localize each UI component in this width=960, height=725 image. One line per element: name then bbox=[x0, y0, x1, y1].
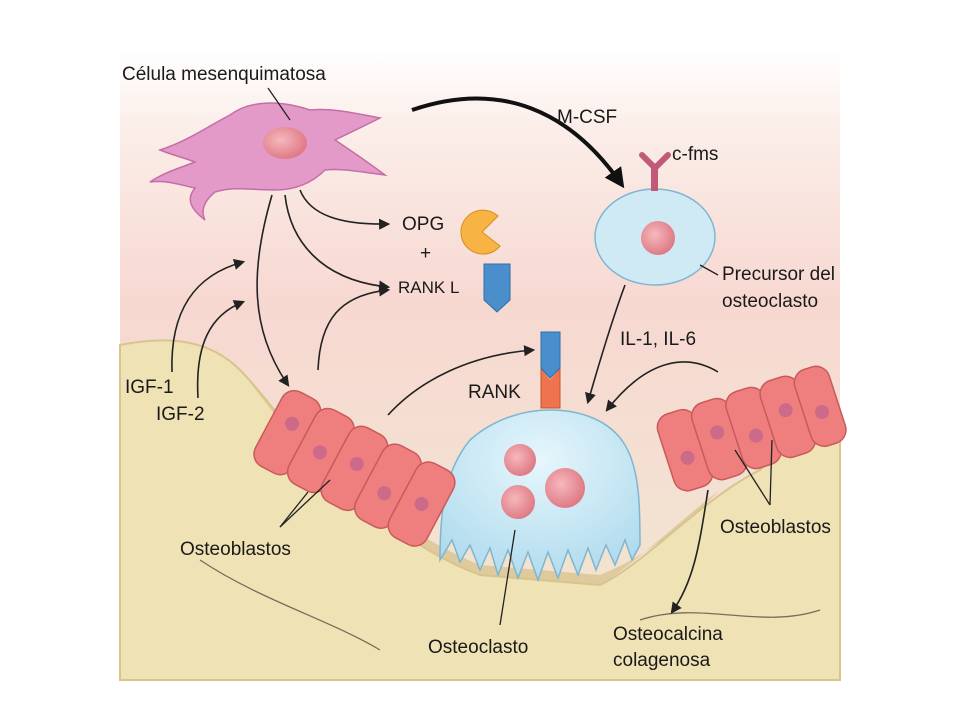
label-osteocalcin-line1: Osteocalcina bbox=[613, 624, 723, 645]
arrow-osteoblast-to-rankl bbox=[317, 285, 391, 371]
label-rankl: RANK L bbox=[398, 278, 459, 297]
arrow-to-osteoblasts bbox=[256, 194, 290, 387]
label-osteoblasts-right: Osteoblastos bbox=[720, 517, 831, 538]
osteoblasts-left-group bbox=[253, 389, 456, 547]
mesenchymal-nucleus bbox=[263, 127, 307, 159]
osteoclast-cell bbox=[439, 409, 641, 583]
arrow-to-osteocalcin bbox=[670, 489, 709, 614]
osteoclast-precursor bbox=[594, 152, 716, 286]
arrow-igf1 bbox=[171, 258, 246, 373]
label-mesenchymal-cell: Célula mesenquimatosa bbox=[122, 64, 326, 85]
label-osteoblasts-left: Osteoblastos bbox=[180, 539, 291, 560]
osteoclast-nucleus-1 bbox=[504, 444, 536, 476]
label-rank: RANK bbox=[468, 382, 521, 403]
label-il: IL-1, IL-6 bbox=[620, 329, 696, 350]
cfms-receptor bbox=[639, 152, 671, 191]
arrow-precursor-to-osteoclast bbox=[585, 284, 626, 405]
arrow-il-to-osteoclast bbox=[605, 361, 719, 412]
leader-osteoblasts-left-1 bbox=[279, 491, 309, 528]
arrow-igf2 bbox=[196, 300, 246, 399]
label-opg: OPG bbox=[402, 214, 444, 235]
leader-precursor bbox=[699, 264, 719, 276]
leader-mesenchymal bbox=[267, 87, 291, 121]
mesenchymal-cell bbox=[149, 102, 388, 221]
rankl-molecule bbox=[483, 263, 511, 313]
label-igf1: IGF-1 bbox=[125, 377, 174, 398]
label-plus: + bbox=[420, 243, 431, 264]
label-mcsf: M-CSF bbox=[557, 107, 617, 128]
arrow-to-rankl bbox=[284, 194, 391, 292]
label-osteocalcin-line2: colagenosa bbox=[613, 650, 711, 671]
label-osteoclast: Osteoclasto bbox=[428, 637, 528, 658]
label-precursor-line2: osteoclasto bbox=[722, 291, 818, 312]
leader-osteoblasts-right-2 bbox=[769, 439, 773, 506]
leader-osteoclast bbox=[499, 529, 516, 626]
osteoblasts-right-group bbox=[656, 365, 847, 492]
arrow-osteoblast-to-rank bbox=[387, 345, 536, 416]
label-cfms: c-fms bbox=[672, 144, 718, 165]
label-precursor-line1: Precursor del bbox=[722, 264, 835, 285]
arrow-to-opg bbox=[299, 189, 391, 230]
leader-osteoblasts-right-1 bbox=[734, 449, 771, 506]
osteoclast-nucleus-3 bbox=[501, 485, 535, 519]
leader-osteoblasts-left-2 bbox=[279, 479, 331, 528]
precursor-nucleus bbox=[641, 221, 675, 255]
label-igf2: IGF-2 bbox=[156, 404, 205, 425]
rank-rankl-complex bbox=[540, 331, 561, 409]
arrow-mcsf bbox=[411, 96, 625, 189]
opg-molecule bbox=[460, 209, 501, 255]
osteoclast-nucleus-2 bbox=[545, 468, 585, 508]
